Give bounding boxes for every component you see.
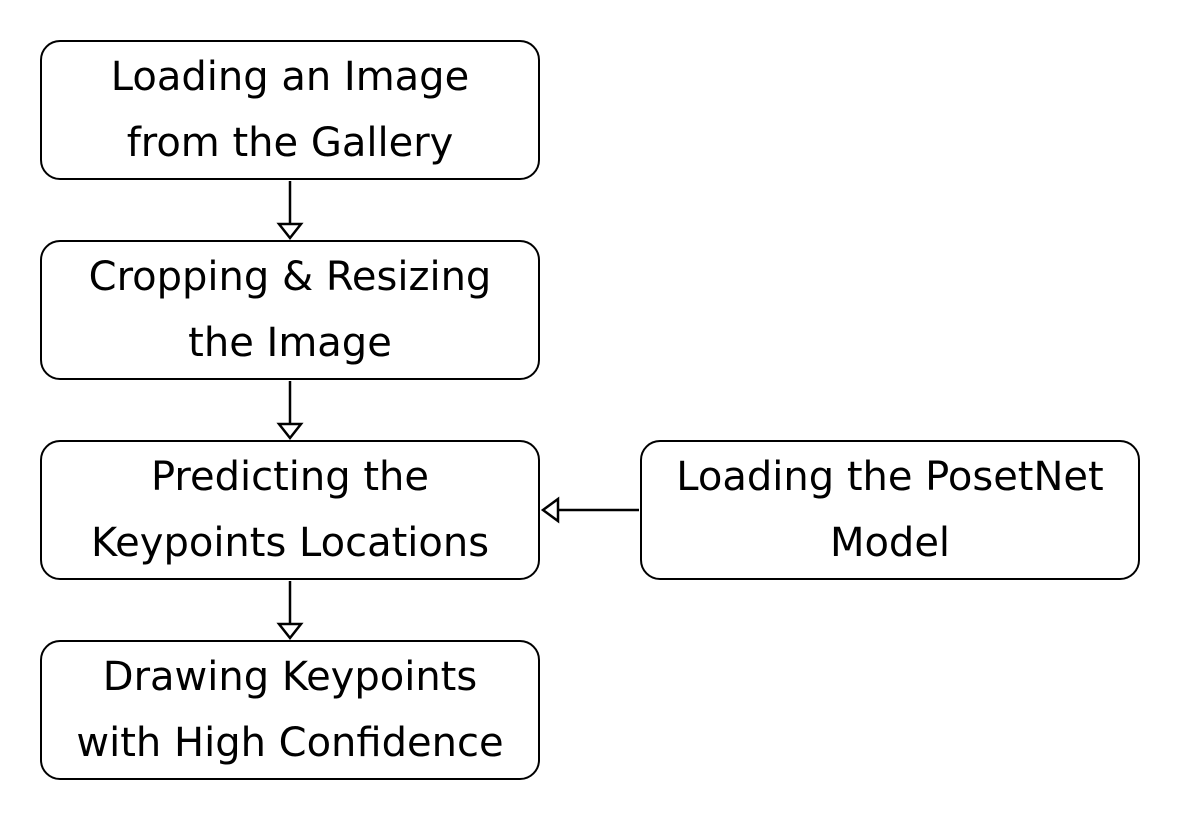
node-load-model: Loading the PosetNet Model bbox=[640, 440, 1140, 580]
node-label-line: the Image bbox=[188, 320, 392, 366]
edge-crop-resize-to-predict bbox=[276, 381, 304, 441]
node-label-line: Keypoints Locations bbox=[90, 520, 490, 566]
hollow-arrowhead bbox=[276, 222, 304, 241]
hollow-arrowhead bbox=[276, 422, 304, 441]
node-label-line: Predicting the bbox=[151, 454, 429, 500]
hollow-arrowhead bbox=[276, 622, 304, 641]
hollow-arrowhead bbox=[540, 496, 560, 524]
node-label-line: Drawing Keypoints bbox=[102, 654, 478, 700]
node-label-line: with High Confidence bbox=[76, 720, 504, 766]
node-load-image: Loading an Image from the Gallery bbox=[40, 40, 540, 180]
edge-load-model-to-predict bbox=[540, 496, 639, 524]
node-label-line: Model bbox=[829, 520, 951, 566]
edge-load-image-to-crop-resize bbox=[276, 181, 304, 241]
node-label-line: Loading an Image bbox=[110, 54, 470, 100]
node-label-line: Loading the PosetNet bbox=[676, 454, 1104, 500]
node-draw-keypoints: Drawing Keypoints with High Confidence bbox=[40, 640, 540, 780]
node-crop-resize: Cropping & Resizing the Image bbox=[40, 240, 540, 380]
edge-predict-to-draw bbox=[276, 581, 304, 641]
node-predict-keypoints: Predicting the Keypoints Locations bbox=[40, 440, 540, 580]
node-label-line: Cropping & Resizing bbox=[88, 254, 492, 300]
node-label-line: from the Gallery bbox=[126, 120, 454, 166]
